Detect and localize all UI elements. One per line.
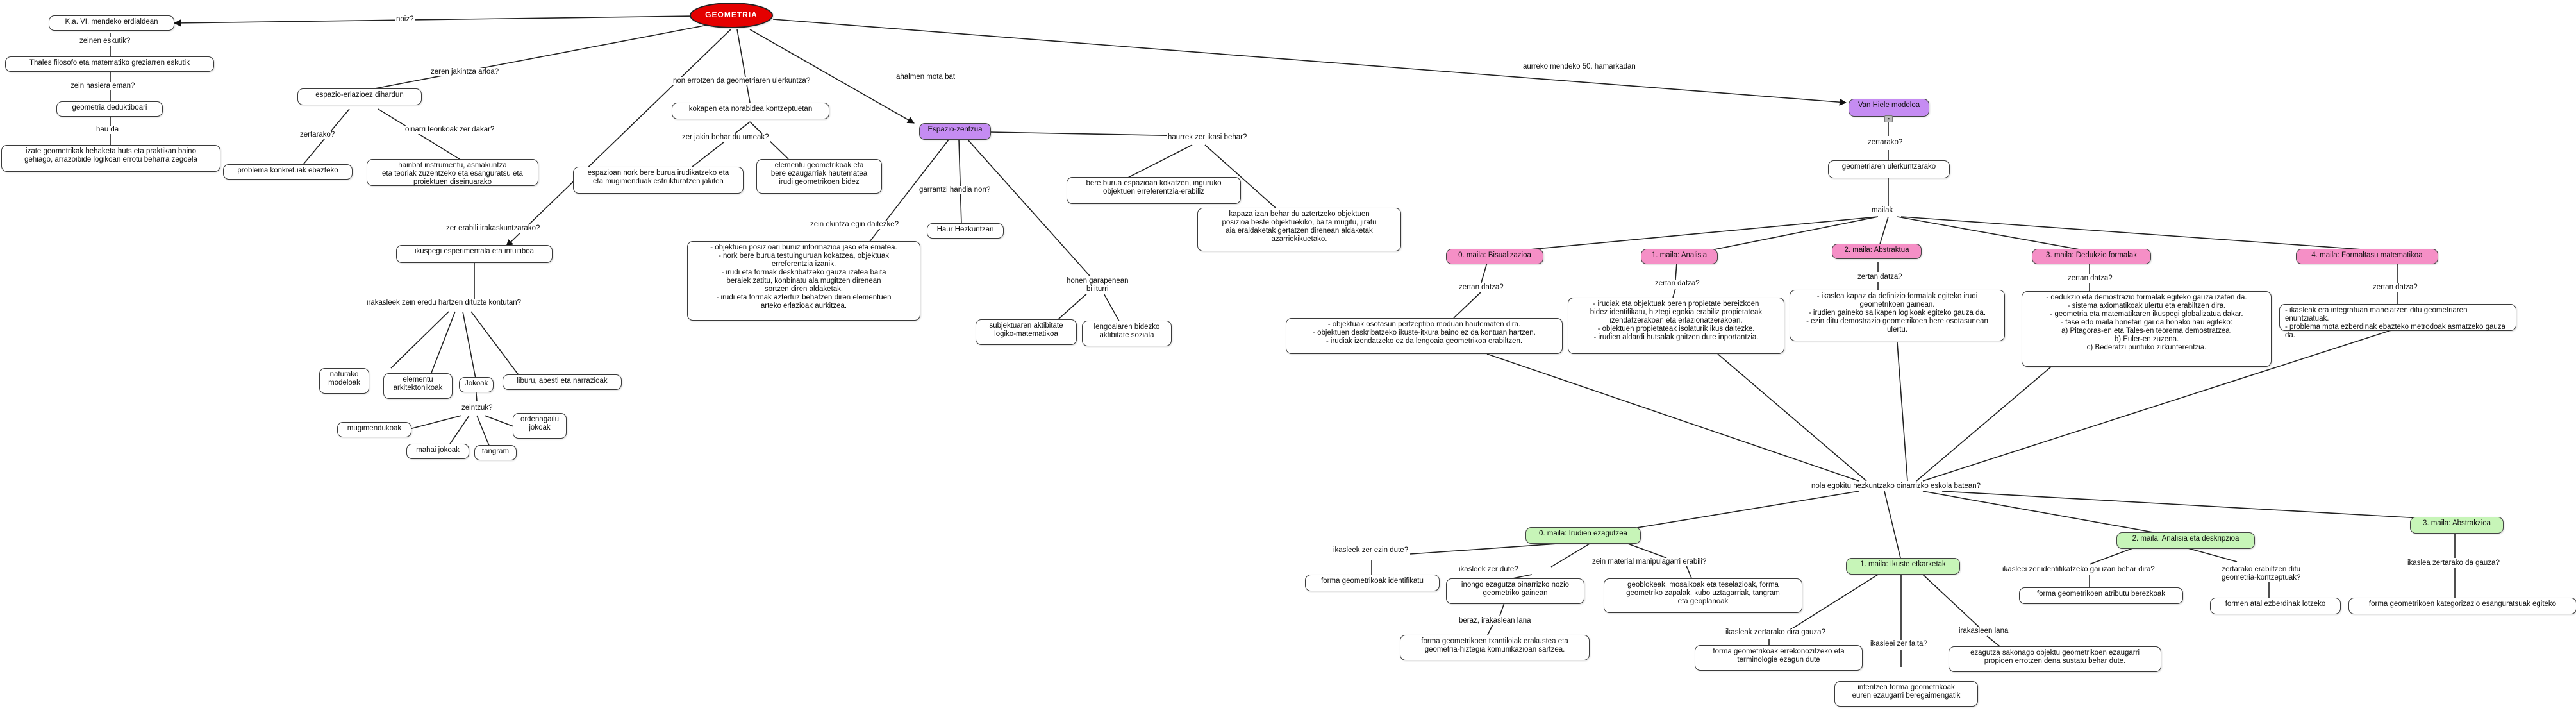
node-maila-3-desc[interactable]: - dedukzio eta demostrazio formalak egit… xyxy=(2022,291,2272,367)
label-zein-hasiera: zein hasiera eman? xyxy=(69,82,137,90)
label-zer-jakin: zer jakin behar du umeak? xyxy=(681,133,770,142)
label-zertarako-erabiltzen: zertarako erabiltzen ditu geometria-kont… xyxy=(2220,566,2302,582)
label-hau-da: hau da xyxy=(95,126,120,134)
node-elementu-geometrikoak[interactable]: elementu geometrikoak eta bere ezaugarri… xyxy=(756,159,882,194)
node-van-hiele[interactable]: Van Hiele modeloa xyxy=(1849,99,1929,117)
label-mailak: mailak xyxy=(1870,206,1895,215)
node-forma-errekonozitzeko[interactable]: forma geometrikoak errekonozitzeko eta t… xyxy=(1695,645,1863,671)
node-ka-vi[interactable]: K.a. VI. mendeko erdialdean xyxy=(49,15,174,31)
node-forma-identifikatu[interactable]: forma geometrikoak identifikatu xyxy=(1305,575,1440,591)
node-elementu-arkitektonikoak[interactable]: elementu arkitektonikoak xyxy=(383,373,453,399)
label-zer-erabili: zer erabili irakaskuntzarako? xyxy=(445,224,542,233)
node-mugimendukoak[interactable]: mugimendukoak xyxy=(337,422,411,437)
node-maila-3[interactable]: 3. maila: Dedukzio formalak xyxy=(2032,249,2151,264)
node-problema-konkretuak[interactable]: problema konkretuak ebazteko xyxy=(223,164,353,180)
label-haurrek-zer: haurrek zer ikasi behar? xyxy=(1167,133,1249,142)
node-espazio-erlazioez[interactable]: espazio-erlazioez dihardun xyxy=(297,88,422,105)
node-h-maila-0[interactable]: 0. maila: Irudien ezagutzea xyxy=(1525,527,1641,544)
node-bere-burua[interactable]: bere burua espazioan kokatzen, inguruko … xyxy=(1067,177,1241,204)
node-geometriaren[interactable]: geometriaren ulerkuntzarako xyxy=(1828,160,1950,178)
label-zein-material: zein material manipulagarri erabili? xyxy=(1591,558,1708,566)
label-ikasleak-zertarako: ikasleak zertarako dira gauza? xyxy=(1724,628,1827,637)
node-hainbat-instrumentu[interactable]: hainbat instrumentu, asmakuntza eta teor… xyxy=(367,159,538,186)
label-irakasleen-lana: irakasleen lana xyxy=(1957,627,2010,635)
label-irakasleek: irakasleek zein eredu hartzen dituzte ko… xyxy=(365,299,523,307)
label-noiz: noiz? xyxy=(395,15,415,24)
node-subjektuaren[interactable]: subjektuaren aktibitate logiko-matematik… xyxy=(976,319,1077,345)
node-lengoaiaren[interactable]: lengoaiaren bidezko aktibitate soziala xyxy=(1082,321,1172,346)
label-ikasleek-zer-ezin: ikasleek zer ezin dute? xyxy=(1332,546,1409,555)
label-zeinen-eskutik: zeinen eskutik? xyxy=(78,37,132,46)
node-forma-txantiloiak[interactable]: forma geometrikoen txantiloiak erakustea… xyxy=(1400,635,1590,660)
node-espazio-zentzua[interactable]: Espazio-zentzua xyxy=(919,123,991,140)
node-ezagutza-sakonago[interactable]: ezagutza sakonago objektu geometrikoen e… xyxy=(1949,646,2161,672)
node-h-maila-1[interactable]: 1. maila: Ikuste etkarketak xyxy=(1846,558,1960,575)
label-zertan-3: zertan datza? xyxy=(2066,274,2114,283)
node-deduktiboari[interactable]: geometria deduktiboari xyxy=(56,101,163,117)
node-maila-1[interactable]: 1. maila: Analisia xyxy=(1641,249,1718,264)
node-maila-0[interactable]: 0. maila: Bisualizazioa xyxy=(1446,249,1543,264)
node-objektuen-posizioari[interactable]: - objektuen posizioari buruz informazioa… xyxy=(687,241,920,321)
node-formen-atal[interactable]: formen atal ezberdinak lotzeko xyxy=(2210,598,2341,614)
label-ikasleei-zer: ikasleei zer falta? xyxy=(1869,640,1929,648)
label-beraz-irakaslean: beraz, irakaslean lana xyxy=(1458,617,1533,625)
label-oinarri-teorikoak: oinarri teorikoak zer dakar? xyxy=(404,126,496,134)
node-liburu[interactable]: liburu, abesti eta narrazioak xyxy=(503,374,622,390)
node-forma-kategorizazio[interactable]: forma geometrikoen kategorizazio esangur… xyxy=(2348,598,2576,614)
node-kokapen[interactable]: kokapen eta norabidea kontzeptuetan xyxy=(672,103,829,119)
node-h-maila-3[interactable]: 3. maila: Abstrakzioa xyxy=(2410,517,2504,534)
label-nola-egokitu: nola egokitu hezkuntzako oinarrizko esko… xyxy=(1810,482,1982,491)
label-zertarako-1: zertarako? xyxy=(299,131,337,139)
label-ikaslea-zertarako: ikaslea zertarako da gauza? xyxy=(2406,559,2501,568)
root-node[interactable]: GEOMETRIA xyxy=(690,3,773,28)
node-mahai-jokoak[interactable]: mahai jokoak xyxy=(406,444,469,459)
node-maila-1-desc[interactable]: - irudiak eta objektuak beren propietate… xyxy=(1568,298,1784,354)
label-zein-ekintza: zein ekintza egin daitezke? xyxy=(809,221,901,229)
collapse-toggle[interactable]: ▪ xyxy=(1884,115,1893,122)
label-garrantzi: garrantzi handia non? xyxy=(918,186,992,194)
node-ordenagailu[interactable]: ordenagailu jokoak xyxy=(513,413,567,439)
node-naturako[interactable]: naturako modeloak xyxy=(319,368,369,394)
node-inongo[interactable]: inongo ezagutza oinarrizko nozio geometr… xyxy=(1446,578,1584,604)
label-zeren-jakintza: zeren jakintza arloa? xyxy=(429,68,501,76)
node-jokoak[interactable]: Jokoak xyxy=(459,377,494,392)
node-maila-4[interactable]: 4. maila: Formaltasu matematikoa xyxy=(2296,249,2438,264)
node-tangram[interactable]: tangram xyxy=(474,445,517,460)
node-espazioan-nork[interactable]: espazioan nork bere burua irudikatzeko e… xyxy=(573,167,744,194)
node-maila-0-desc[interactable]: - objektuak osotasun pertzeptibo moduan … xyxy=(1286,318,1563,354)
node-haur-hezkuntzan[interactable]: Haur Hezkuntzan xyxy=(927,223,1004,239)
label-ikasleei-zer-identifikatzeko: ikasleei zer identifikatzeko gai izan be… xyxy=(2001,566,2156,574)
label-zertan-4: zertan datza? xyxy=(2372,283,2419,292)
node-inferitzea[interactable]: inferitzea forma geometrikoak euren ezau… xyxy=(1834,681,1978,707)
node-maila-2-desc[interactable]: - ikaslea kapaz da definizio formalak eg… xyxy=(1790,290,2005,341)
label-ikasleek-zer-dute: ikasleek zer dute? xyxy=(1458,566,1520,574)
label-zertan-1: zertan datza? xyxy=(1654,280,1701,288)
label-zeintzuk: zeintzuk? xyxy=(460,404,494,412)
label-ahalmen: ahalmen mota bat xyxy=(895,73,957,81)
node-ikuspegi[interactable]: ikuspegi esperimentala eta intuitiboa xyxy=(396,245,553,263)
node-h-maila-2[interactable]: 2. maila: Analisia eta deskripzioa xyxy=(2116,532,2255,549)
label-zertarako-2: zertarako? xyxy=(1866,139,1904,147)
node-izate[interactable]: izate geometrikak behaketa huts eta prak… xyxy=(1,145,220,172)
label-aurreko: aurreko mendeko 50. hamarkadan xyxy=(1522,63,1637,71)
node-geoblokeak[interactable]: geoblokeak, mosaikoak eta teselazioak, f… xyxy=(1604,578,1802,613)
label-honen-garapenean: honen garapenean bi iturri xyxy=(1065,277,1130,294)
node-kapaza[interactable]: kapaza izan behar du aztertzeko objektue… xyxy=(1197,208,1401,251)
label-zertan-0: zertan datza? xyxy=(1458,283,1505,292)
node-forma-atributu[interactable]: forma geometrikoen atributu berezkoak xyxy=(2019,587,2183,604)
node-maila-4-desc[interactable]: - ikasleak era integratuan maneiatzen di… xyxy=(2279,304,2516,339)
node-thales[interactable]: Thales filosofo eta matematiko greziarre… xyxy=(5,56,214,72)
node-maila-2[interactable]: 2. maila: Abstraktua xyxy=(1832,244,1922,259)
label-non-errotzen: non errotzen da geometriaren ulerkuntza? xyxy=(672,77,812,85)
label-zertan-2: zertan datza? xyxy=(1856,273,1904,282)
